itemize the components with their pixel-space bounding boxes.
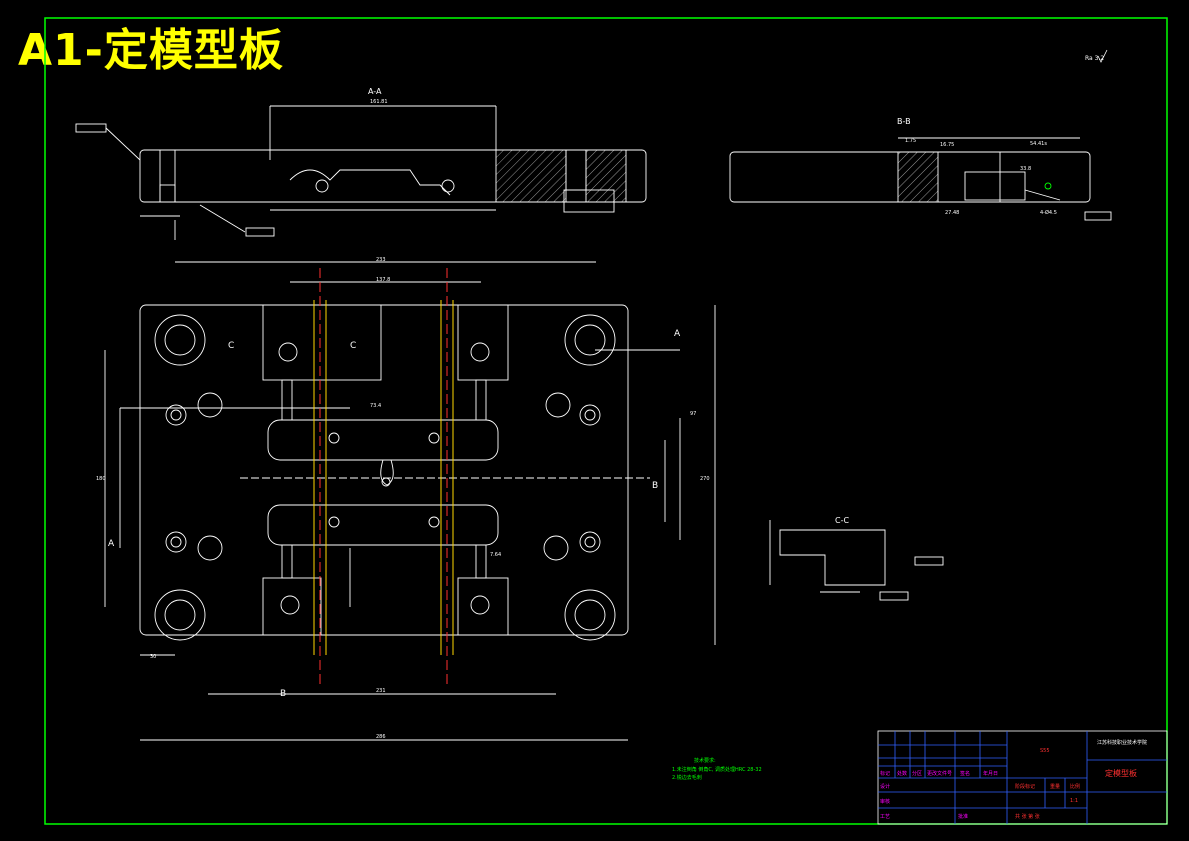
section-a-right: A	[674, 329, 681, 339]
tech-notes: 技术要求: 1.未注倒角 倒角C, 调质处理HRC 28-32 2.锐边去毛刺	[672, 757, 762, 781]
plate-outline	[139, 304, 629, 636]
section-b-right: B	[652, 481, 658, 491]
tb-process: 工艺	[880, 814, 890, 820]
tb-scale: 1:1	[1070, 798, 1078, 804]
dim-97: 97	[690, 411, 696, 417]
dim-30: 30	[150, 654, 156, 660]
section-c-left: C	[228, 341, 234, 351]
tb-row-label-2: 处数	[897, 770, 907, 777]
tb-row-label-6: 年月日	[983, 770, 998, 777]
tb-row-label-3: 分区	[912, 770, 922, 777]
sheet-border	[44, 17, 1168, 825]
tb-ratio: 比例	[1070, 783, 1080, 790]
tech-notes-heading: 技术要求:	[694, 757, 716, 764]
drawing-title: A1-定模型板	[18, 25, 284, 76]
svg-text:C-C: C-C	[835, 516, 849, 525]
section-a-left: A	[108, 539, 115, 549]
dim-width-total: 286	[376, 734, 386, 740]
tech-notes-line2: 2.锐边去毛刺	[672, 774, 702, 781]
dim-cavity: 137.8	[376, 277, 390, 283]
bb-dim-holes: 4-Ø4.5	[1040, 209, 1057, 216]
tb-school: 江苏科技职业技术学院	[1097, 739, 1147, 746]
bb-dim-b: 16.75	[940, 142, 954, 148]
dim-73: 73.4	[370, 403, 381, 409]
section-bb-label: B-B	[897, 117, 911, 126]
title-block: S55 江苏科技职业技术学院 定模型板 1:1 阶段标记 重量 比例 共 张 第…	[877, 730, 1168, 825]
bb-dim-offset: 27.48	[945, 210, 959, 216]
bb-dim-width: 54.41s	[1030, 141, 1047, 147]
roughness-label: Ra 3.2	[1085, 55, 1104, 62]
tb-row-label-4: 更改文件号	[927, 770, 952, 777]
tb-sheets: 共 张 第 张	[1015, 813, 1040, 820]
tb-approve: 批准	[958, 813, 968, 820]
tech-notes-line1: 1.未注倒角 倒角C, 调质处理HRC 28-32	[672, 766, 762, 773]
section-c-right: C	[350, 341, 356, 351]
tb-checker: 审核	[880, 798, 890, 805]
section-aa-label: A-A	[368, 87, 382, 96]
section-b-bottom: B	[280, 689, 286, 699]
tb-part-name: 定模型板	[1105, 768, 1137, 778]
bb-dim-a: 1.75	[905, 138, 916, 144]
center-lines	[313, 268, 454, 688]
section-aa-overall: 161.81	[370, 99, 388, 105]
tb-row-label-5: 签名	[960, 770, 970, 777]
section-aa-view: A-A 161.81	[75, 87, 647, 240]
dim-width-inner: 231	[376, 688, 386, 694]
section-cc-view: C-C	[769, 516, 944, 601]
section-bb-view: B-B 54.41s 33.8 27.48 1.75 16.75 4-Ø4.5	[729, 117, 1112, 221]
tb-designer: 设计	[880, 783, 890, 790]
tb-weight: 重量	[1050, 783, 1060, 790]
roughness-symbol: Ra 3.2	[1085, 49, 1108, 63]
bb-dim-slot: 33.8	[1020, 166, 1031, 172]
tb-row-label-1: 标记	[880, 770, 890, 777]
plan-view: C C A A B B 233 137.8 286 231 73.4 97 27…	[96, 257, 716, 741]
dim-width-top: 233	[376, 257, 386, 263]
dim-height: 270	[700, 476, 710, 482]
dim-7: 7.64	[490, 552, 501, 558]
dim-height-mid: 180	[96, 476, 106, 482]
tb-stage: 阶段标记	[1015, 783, 1035, 790]
tb-material: S55	[1040, 748, 1050, 754]
